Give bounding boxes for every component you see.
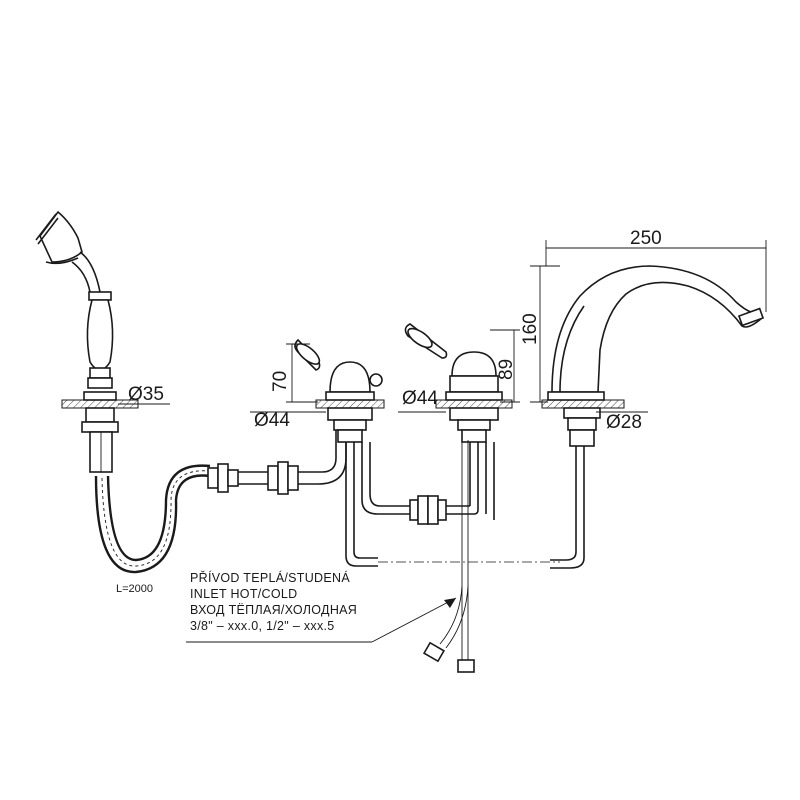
valve-left-diameter-label: Ø44 (254, 410, 290, 431)
hand-shower (35, 210, 139, 473)
valve-connector (409, 495, 474, 525)
valve-right-diameter-dimension: Ø44 (398, 388, 446, 413)
shower-diameter-label: Ø35 (128, 384, 164, 405)
hose-length-label: L=2000 (116, 583, 153, 595)
spout-width-label: 250 (630, 228, 662, 249)
mixer-valve-right (404, 323, 513, 673)
handle-right-height-dimension: 89 (490, 329, 520, 403)
inlet-note-line-1: PŘÍVOD TEPLÁ/STUDENÁ (190, 570, 350, 585)
handle-left-height-label: 70 (270, 371, 291, 392)
valve-left-diameter-dimension: Ø44 (250, 410, 326, 431)
spout-diameter-dimension: Ø28 (596, 411, 648, 433)
inlet-note-line-4: 3/8" – xxx.0, 1/2" – xxx.5 (190, 619, 335, 633)
inlet-note-line-3: ВХОД ТЁПЛАЯ/ХОЛОДНАЯ (190, 603, 357, 617)
inlet-note: PŘÍVOD TEPLÁ/STUDENÁ INLET HOT/COLD ВХОД… (186, 570, 457, 643)
flexible-hose (94, 464, 211, 574)
shower-diameter-dimension: Ø35 (118, 384, 170, 405)
handle-left-height-dimension: 70 (270, 343, 318, 403)
valve-right-diameter-label: Ø44 (402, 388, 438, 409)
diverter-valve-left (294, 338, 410, 567)
spout-diameter-label: Ø28 (606, 412, 642, 433)
bath-spout (541, 265, 765, 569)
inlet-note-line-2: INLET HOT/COLD (190, 587, 297, 601)
spout-height-label: 160 (520, 313, 541, 345)
spout-height-dimension: 160 (520, 265, 560, 403)
hose-connector (207, 430, 347, 495)
spout-width-dimension: 250 (545, 228, 767, 312)
handle-right-height-label: 89 (496, 359, 517, 380)
